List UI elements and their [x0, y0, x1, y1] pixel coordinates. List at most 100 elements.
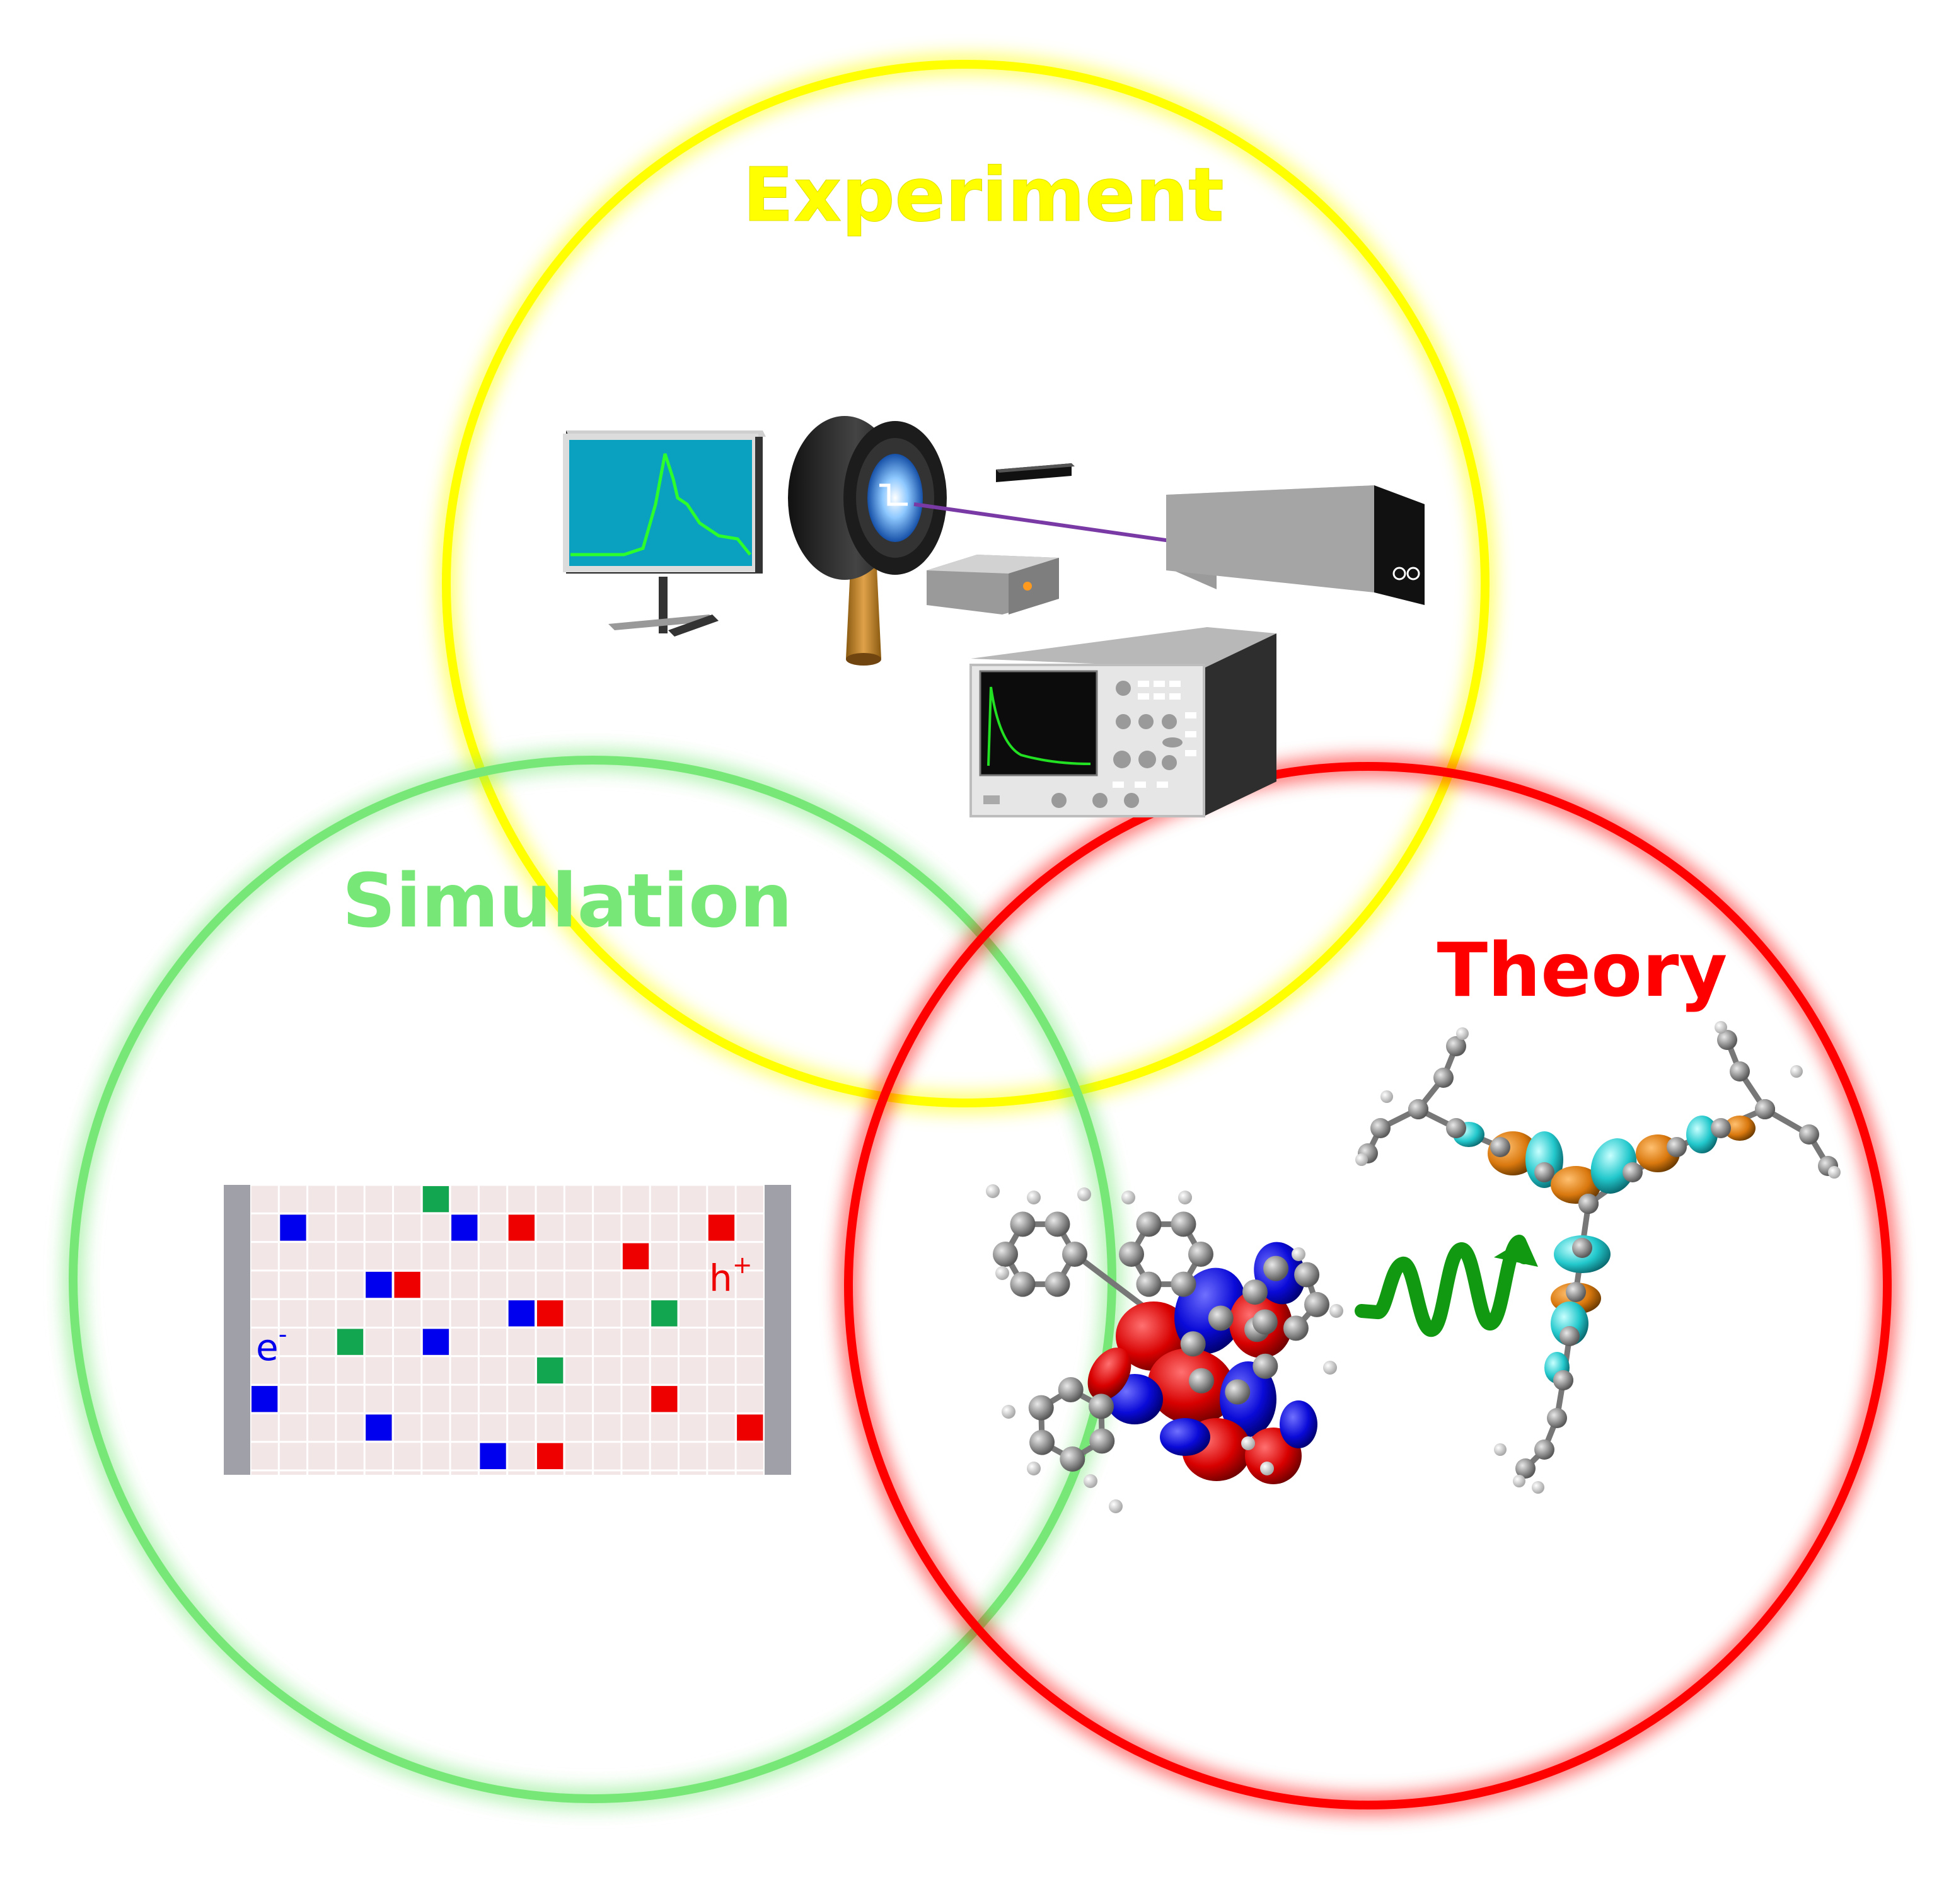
carbon-atom	[1252, 1309, 1278, 1335]
hydrogen-atom	[1027, 1191, 1041, 1204]
molecule-donor-icon	[986, 1184, 1343, 1513]
carbon-atom	[1446, 1036, 1466, 1056]
carbon-atom	[1028, 1395, 1054, 1421]
hole-site	[537, 1443, 564, 1469]
exciton-site	[337, 1329, 364, 1355]
hydrogen-atom	[995, 1266, 1009, 1280]
orbital-lobe	[1280, 1400, 1317, 1448]
orbital-lobe	[1724, 1116, 1756, 1141]
electron-site	[508, 1300, 535, 1327]
hydrogen-atom	[1077, 1187, 1091, 1201]
experiment-circle	[436, 54, 1496, 1114]
orbital-lobe	[1160, 1418, 1210, 1456]
carbon-atom	[1044, 1211, 1070, 1237]
lens-holder-icon	[788, 416, 947, 666]
simulation-label: Simulation	[342, 857, 792, 944]
carbon-atom	[1188, 1242, 1213, 1267]
carbon-atom	[1088, 1393, 1114, 1419]
carbon-atom	[1559, 1326, 1580, 1346]
monitor-spectrum-icon	[563, 430, 766, 637]
hydrogen-atom	[1380, 1090, 1393, 1103]
orbital-lobe	[1590, 1138, 1637, 1194]
carbon-atom	[1136, 1211, 1162, 1237]
energy-transfer-wave-icon	[1355, 1235, 1538, 1337]
carbon-atom	[1225, 1379, 1251, 1405]
carbon-atom	[1294, 1262, 1320, 1288]
carbon-atom	[1171, 1271, 1196, 1297]
orbital-lobe	[1087, 1347, 1131, 1400]
hydrogen-atom	[1002, 1405, 1015, 1419]
carbon-atom	[1370, 1118, 1391, 1138]
hole-site	[651, 1386, 678, 1412]
carbon-atom	[1408, 1099, 1428, 1119]
hole-site	[394, 1271, 420, 1298]
carbon-atom	[1010, 1211, 1036, 1237]
carbon-atom	[1711, 1118, 1731, 1138]
carbon-atom	[1253, 1353, 1278, 1379]
mirror-icon	[996, 463, 1075, 482]
electron-site	[480, 1443, 506, 1469]
right-electrode	[765, 1185, 791, 1475]
hydrogen-atom	[1323, 1361, 1337, 1375]
detector-box-icon	[927, 555, 1059, 614]
carbon-atom	[1010, 1271, 1036, 1297]
carbon-atom	[1304, 1291, 1330, 1317]
hydrogen-atom	[1790, 1065, 1803, 1078]
orbital-lobe	[1686, 1116, 1718, 1153]
hydrogen-atom	[1084, 1474, 1097, 1488]
carbon-atom	[1058, 1377, 1084, 1403]
carbon-atom	[1534, 1162, 1554, 1182]
carbon-atom	[1534, 1440, 1554, 1460]
hole-site	[537, 1300, 564, 1327]
molecule-acceptor-icon	[1355, 1021, 1841, 1494]
carbon-atom	[1730, 1061, 1750, 1082]
hydrogen-atom	[1178, 1191, 1192, 1204]
carbon-atom	[1208, 1305, 1234, 1331]
carbon-atom	[1566, 1282, 1586, 1302]
theory-circle	[838, 756, 1898, 1816]
carbon-atom	[1578, 1194, 1599, 1214]
oscilloscope-icon	[969, 627, 1276, 817]
hydrogen-atom	[1329, 1304, 1343, 1318]
hydrogen-atom	[1456, 1027, 1469, 1040]
carbon-atom	[1119, 1242, 1144, 1267]
left-electrode	[224, 1185, 250, 1475]
laser-source-icon	[1166, 485, 1425, 605]
electron-site	[280, 1215, 306, 1241]
hydrogen-atom	[1494, 1443, 1507, 1456]
carbon-atom	[1044, 1271, 1070, 1297]
hydrogen-atom	[1292, 1247, 1305, 1261]
carbon-atom	[1799, 1124, 1819, 1145]
lattice-grid-icon: e- h+	[224, 1184, 791, 1475]
experiment-label: Experiment	[743, 151, 1224, 238]
carbon-atom	[1515, 1458, 1536, 1479]
carbon-atom	[1623, 1162, 1643, 1182]
hydrogen-atom	[1027, 1462, 1041, 1475]
carbon-atom	[1089, 1428, 1115, 1454]
carbon-atom	[1283, 1315, 1309, 1341]
carbon-atom	[1171, 1211, 1196, 1237]
hydrogen-atom	[986, 1184, 1000, 1198]
carbon-atom	[1062, 1242, 1087, 1267]
hydrogen-atom	[1109, 1499, 1123, 1513]
carbon-atom	[1433, 1068, 1454, 1088]
hole-label: h+	[709, 1251, 753, 1300]
exciton-site	[422, 1186, 449, 1213]
carbon-atom	[1755, 1099, 1775, 1119]
exciton-site	[537, 1357, 564, 1384]
hydrogen-atom	[1828, 1166, 1841, 1179]
hydrogen-atom	[1260, 1462, 1274, 1475]
carbon-atom	[1263, 1255, 1289, 1281]
hole-site	[708, 1215, 735, 1241]
hydrogen-atom	[1532, 1481, 1544, 1494]
hydrogen-atom	[1715, 1021, 1727, 1034]
exciton-site	[651, 1300, 678, 1327]
carbon-atom	[1180, 1331, 1206, 1357]
hydrogen-atom	[1121, 1191, 1135, 1204]
carbon-atom	[1136, 1271, 1162, 1297]
hole-site	[737, 1414, 763, 1441]
hole-site	[622, 1243, 649, 1269]
hydrogen-atom	[1355, 1153, 1368, 1166]
electron-site	[252, 1386, 278, 1412]
carbon-atom	[1242, 1279, 1268, 1305]
